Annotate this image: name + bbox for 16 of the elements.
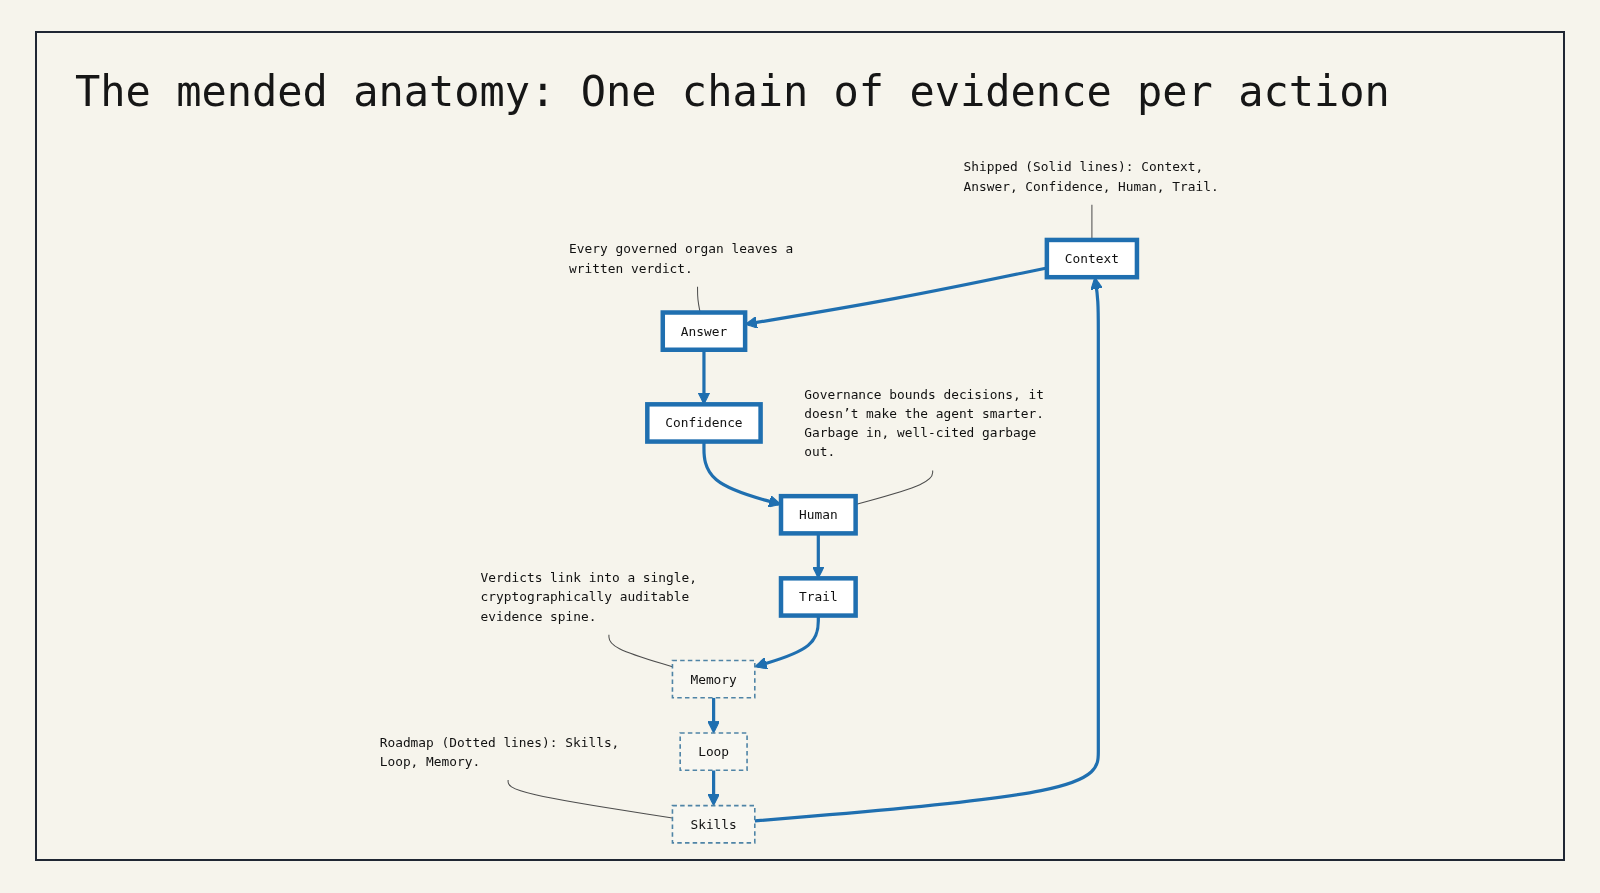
arrow: [707, 697, 720, 734]
node-box: [660, 310, 748, 352]
connector: [507, 779, 673, 819]
node-box: [671, 659, 756, 699]
arrow: [707, 770, 720, 806]
node-text: Shipped (Solid lines): Context, Answer, Confidence, Human, Trail.: [963, 159, 1219, 194]
node-text: Roadmap (Dotted lines): Skills, Loop, Memory.: [379, 734, 620, 770]
node-box: [778, 576, 858, 618]
node-box: [645, 402, 763, 444]
connector: [608, 634, 673, 668]
node-text: Governance bounds decisions, it doesn’t make the agent smarter. Garbage in, well-cited garbage out.: [804, 386, 1044, 460]
title: The mended anatomy: One chain of evidence per action: [75, 67, 1390, 116]
node-box: [1044, 237, 1140, 280]
node-text: Verdicts link into a single, cryptographically auditable evidence spine.: [480, 569, 697, 624]
node-box: [778, 493, 858, 536]
node-text: Every governed organ leaves a written verdict.: [569, 241, 794, 276]
